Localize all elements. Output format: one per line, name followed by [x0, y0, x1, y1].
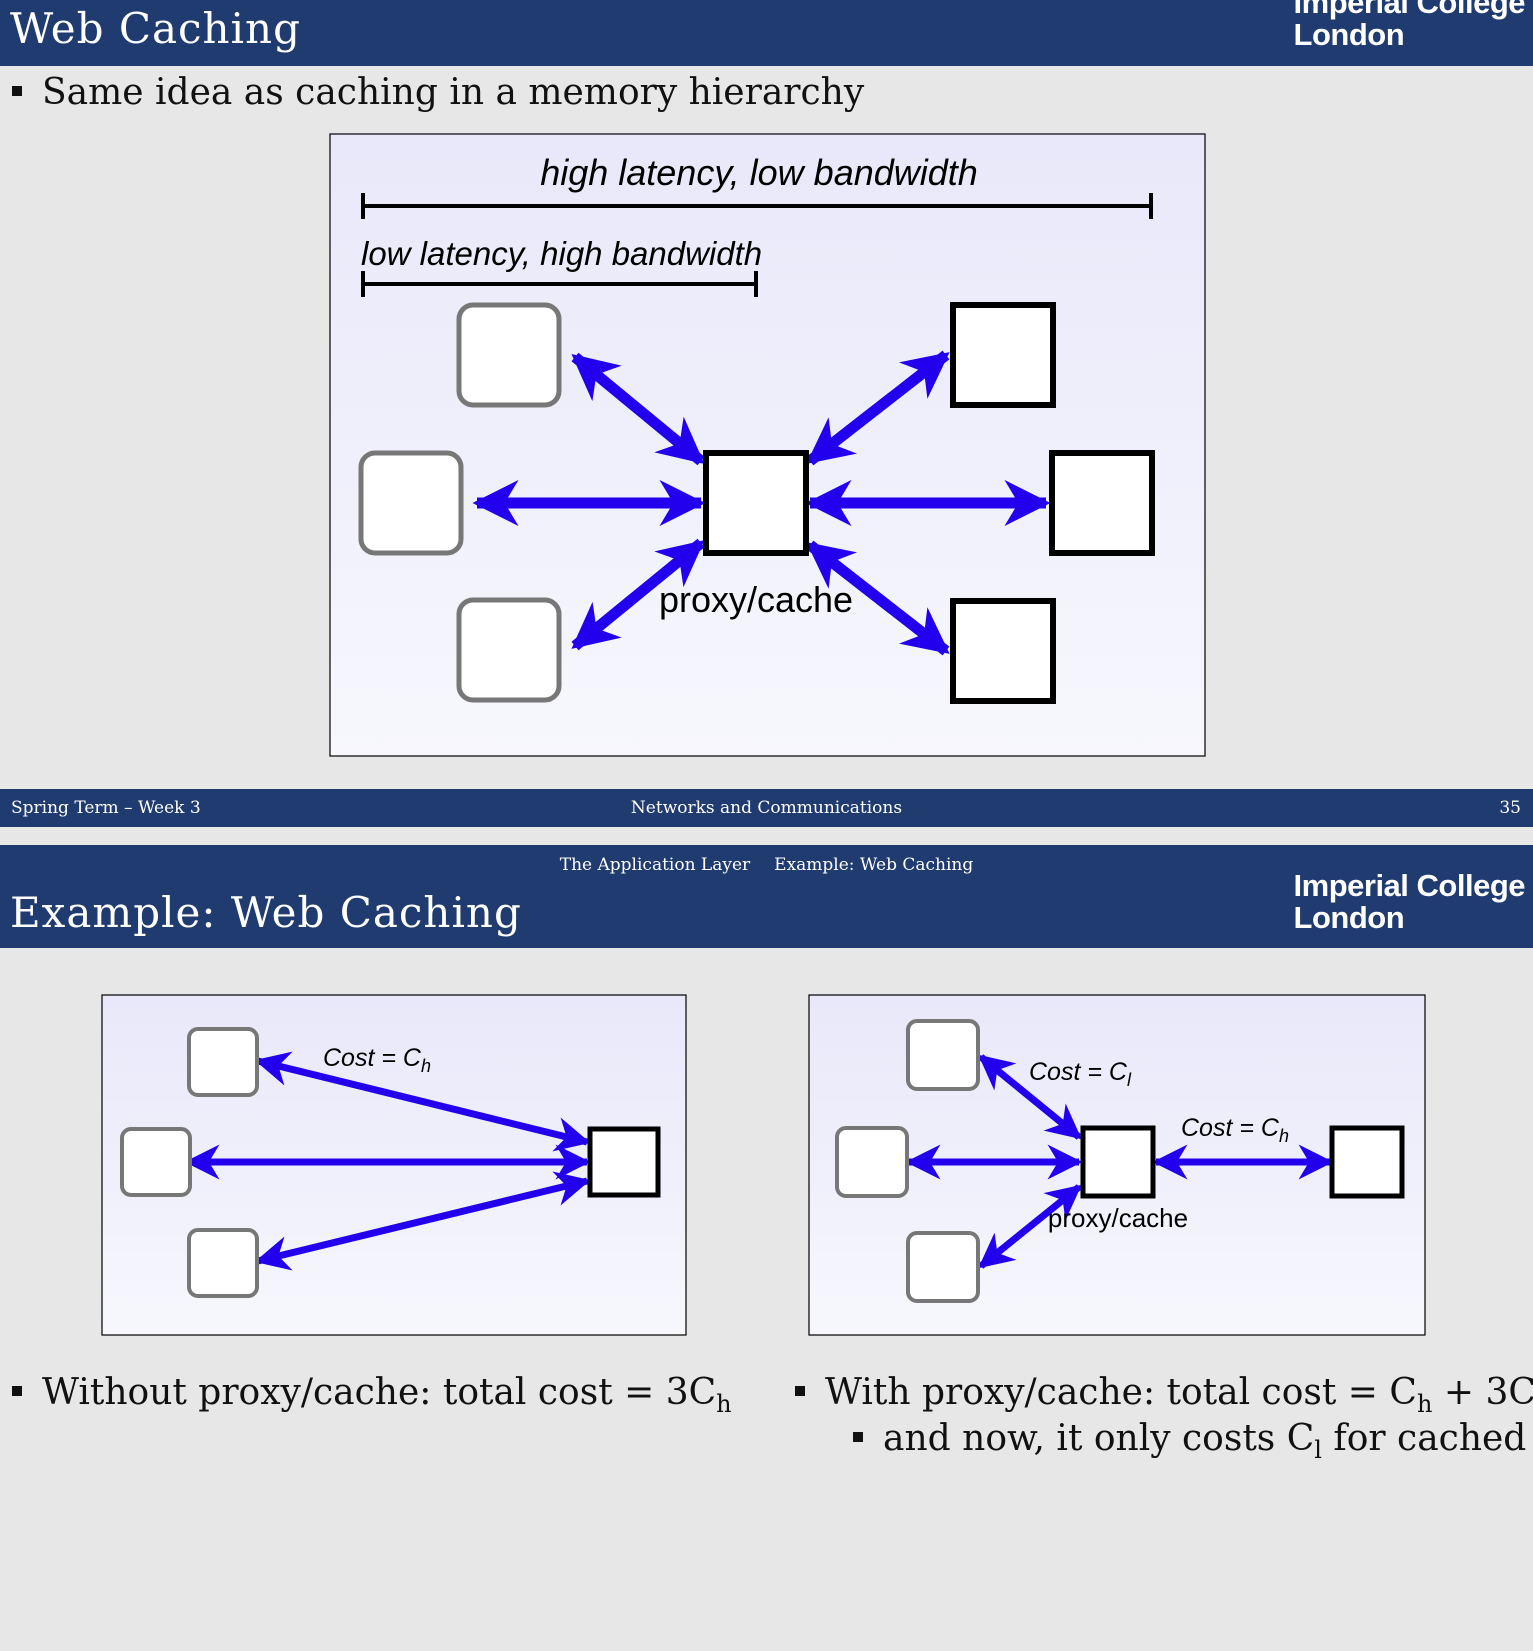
- bullet-square-icon: [853, 1432, 863, 1442]
- slide-web-caching: Web Caching Imperial College London Same…: [0, 0, 1533, 827]
- server-node-middle: [1049, 450, 1155, 556]
- diagram-without-proxy: Cost = Ch: [101, 994, 687, 1336]
- server-node: [1329, 1125, 1405, 1199]
- server-node-bottom: [950, 598, 1056, 704]
- label-proxy-cache: proxy/cache: [659, 579, 853, 620]
- label-low-latency: low latency, high bandwidth: [361, 235, 762, 272]
- caching-hierarchy-diagram: high latency, low bandwidth low latency,…: [329, 133, 1206, 757]
- client-node-middle: [835, 1126, 909, 1198]
- client-node-middle: [358, 450, 464, 556]
- logo-line-1: Imperial College: [1293, 868, 1526, 903]
- slide-title: Example: Web Caching: [10, 888, 522, 937]
- imperial-logo: Imperial College London: [1293, 0, 1526, 52]
- bullet-text-mid: + 3C: [1432, 1372, 1533, 1413]
- server-node-top: [950, 302, 1056, 408]
- bullet-text: Without proxy/cache: total cost = 3C: [42, 1372, 717, 1413]
- bullet-square-icon: [12, 86, 22, 96]
- breadcrumb: The Application Layer Example: Web Cachin…: [0, 855, 1533, 875]
- arrow-server-bottom: [806, 540, 950, 656]
- bullet-square-icon: [795, 1386, 805, 1396]
- arrow-server-top: [806, 350, 950, 466]
- slide-header: Web Caching Imperial College London: [0, 0, 1533, 66]
- arrow-client-top-to-proxy: [978, 1054, 1082, 1140]
- label-high-latency: high latency, low bandwidth: [540, 152, 978, 193]
- proxy-cache-node: [703, 450, 809, 556]
- arrow-client-bottom-to-server: [254, 1171, 591, 1271]
- client-node-top: [187, 1027, 259, 1097]
- client-node-top: [456, 302, 562, 408]
- logo-line-2: London: [1293, 900, 1405, 935]
- cost-label-ch: Cost = Ch: [323, 1044, 431, 1076]
- slide-footer: Spring Term – Week 3 Networks and Commun…: [0, 789, 1533, 827]
- breadcrumb-section[interactable]: The Application Layer: [559, 855, 751, 875]
- bullet-subscript: h: [716, 1390, 732, 1419]
- bullet-text: and now, it only costs C: [883, 1418, 1315, 1459]
- bullet-text-tail: for cached: [1321, 1418, 1527, 1459]
- client-node-bottom: [906, 1231, 980, 1303]
- arrow-client-top: [571, 352, 705, 466]
- diagram-with-proxy: Cost = Cl Cost = Ch proxy/cache: [808, 994, 1426, 1336]
- cost-label-ch: Cost = Ch: [1181, 1114, 1289, 1146]
- cost-label-cl: Cost = Cl: [1029, 1058, 1132, 1090]
- arrow-client-top-to-server: [254, 1051, 591, 1152]
- client-node-middle: [120, 1127, 192, 1197]
- client-node-top: [906, 1019, 980, 1091]
- client-node-bottom: [187, 1228, 259, 1298]
- footer-term: Spring Term – Week 3: [11, 798, 201, 818]
- bullet-text: Same idea as caching in a memory hierarc…: [42, 72, 865, 113]
- breadcrumb-subsection[interactable]: Example: Web Caching: [774, 855, 974, 875]
- proxy-cache-node: [1080, 1125, 1156, 1199]
- arrow-client-bottom: [571, 538, 705, 651]
- slide-title: Web Caching: [10, 4, 301, 53]
- bullet-memory-hierarchy: Same idea as caching in a memory hierarc…: [12, 72, 864, 113]
- imperial-logo: Imperial College London: [1293, 868, 1526, 935]
- bullet-subscript: l: [1314, 1436, 1322, 1465]
- footer-page-number: 35: [1499, 798, 1521, 818]
- bullet-subscript-h: h: [1416, 1390, 1433, 1419]
- label-proxy-cache: proxy/cache: [1048, 1203, 1188, 1233]
- footer-course: Networks and Communications: [630, 798, 903, 818]
- bullet-text: With proxy/cache: total cost = C: [825, 1372, 1417, 1413]
- logo-line-2: London: [1293, 17, 1405, 52]
- logo-line-1: Imperial College: [1293, 0, 1526, 20]
- bullet-cached-cost: and now, it only costs Cl for cached: [853, 1418, 1526, 1464]
- arrow-client-bottom-to-proxy: [978, 1184, 1082, 1269]
- bullet-without-proxy: Without proxy/cache: total cost = 3Ch: [12, 1372, 732, 1418]
- bullet-square-icon: [12, 1386, 22, 1396]
- bullet-with-proxy: With proxy/cache: total cost = Ch + 3Cl: [795, 1372, 1533, 1418]
- server-node: [587, 1126, 661, 1198]
- client-node-bottom: [456, 597, 562, 703]
